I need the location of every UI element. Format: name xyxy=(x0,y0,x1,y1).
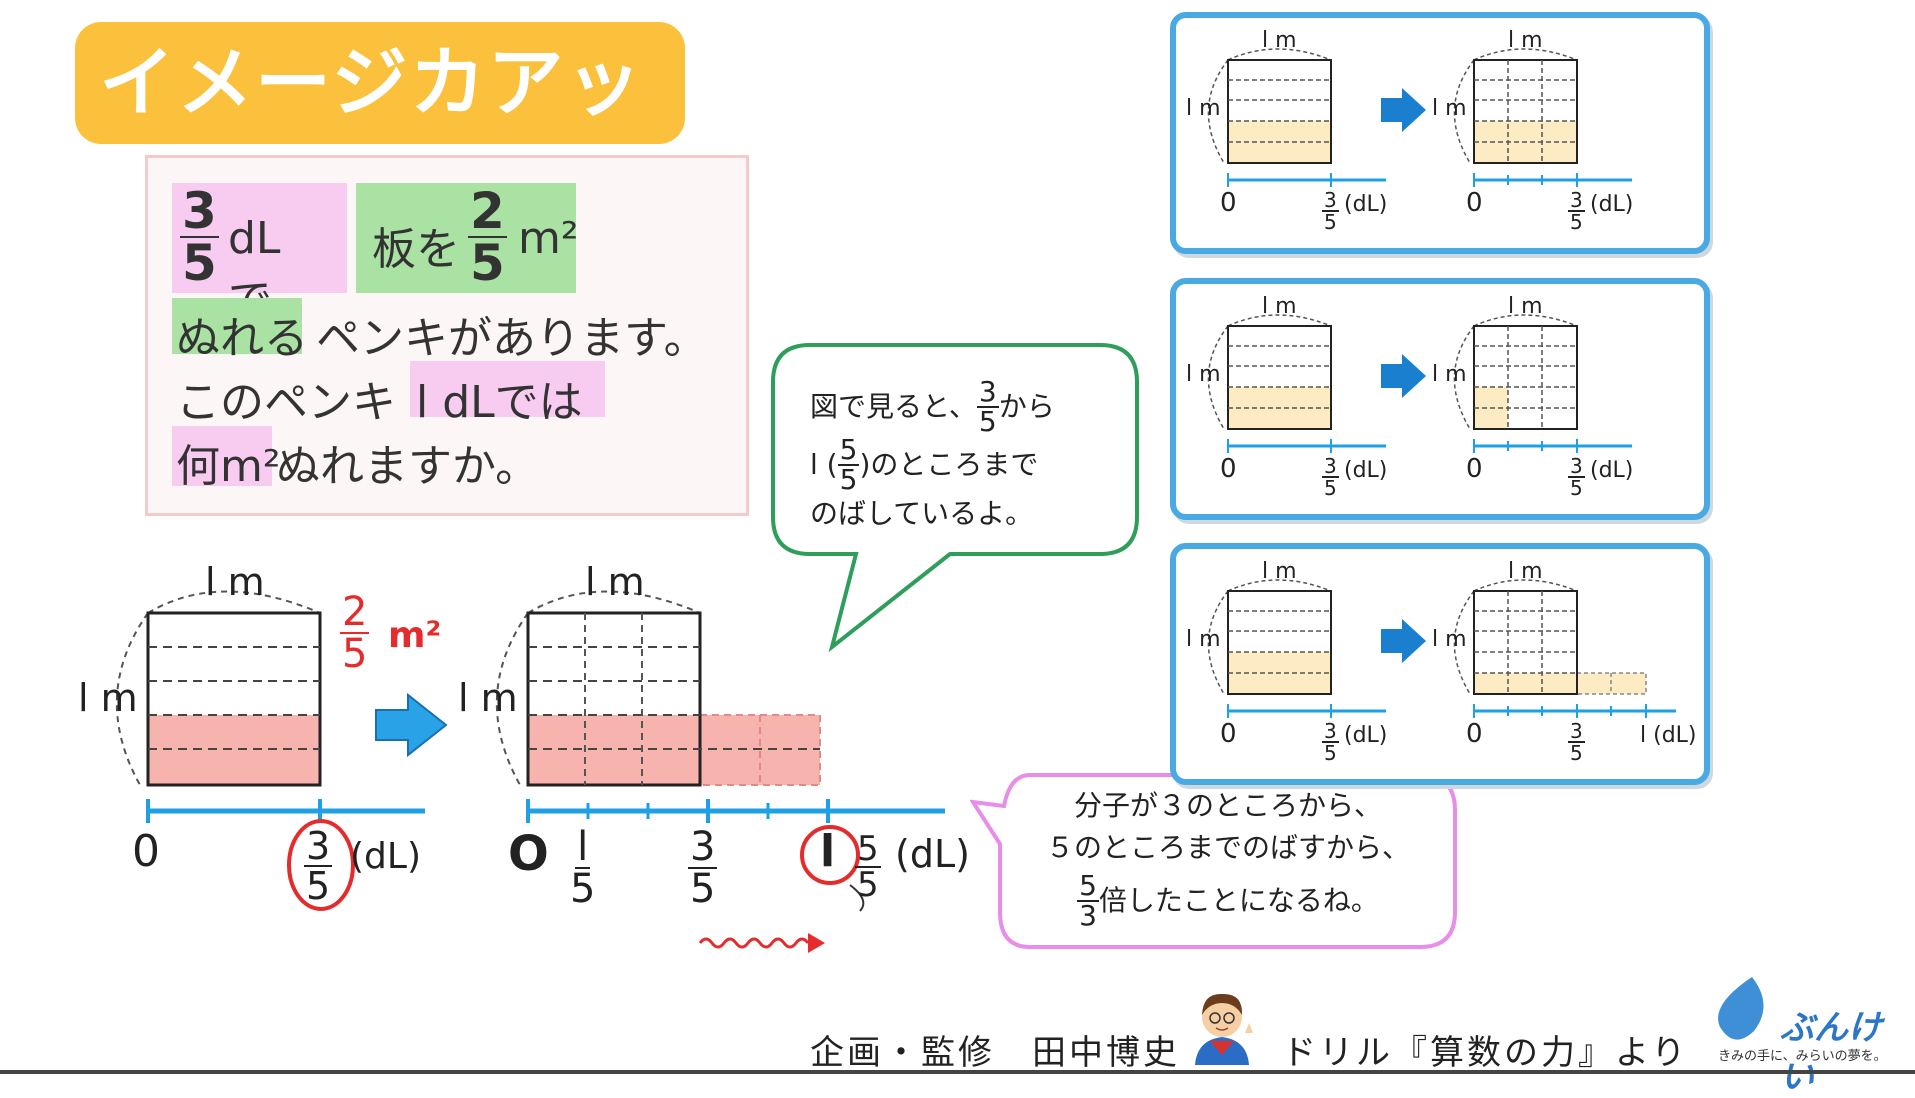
panel2-right-zero: 0 xyxy=(1466,454,1483,484)
problem-unit-m2: m² xyxy=(518,213,579,264)
problem-text-paint: ぬれる xyxy=(176,313,308,364)
panel3-left-side-m: l m xyxy=(1186,627,1221,652)
problem-highlight-pink-2 xyxy=(410,361,605,417)
area-unit: m² xyxy=(388,615,442,656)
brand-tagline: きみの手に、みらいの夢を。 xyxy=(1718,1049,1887,1064)
problem-text-how-many: 何m² xyxy=(176,441,281,492)
problem-highlight-pink: 35 dLで、 xyxy=(172,182,347,326)
main-diagram xyxy=(115,590,945,953)
panel3-left-unit: (dL) xyxy=(1344,723,1388,748)
problem-text-question: ぬれますか。 xyxy=(276,441,540,492)
diagram2-side-label: l m xyxy=(458,676,518,720)
teacher-avatar-icon xyxy=(1195,993,1253,1065)
axis2-zero: O xyxy=(508,826,549,882)
diagram1-top-label: l m xyxy=(205,560,265,604)
panel1-right-side-m: l m xyxy=(1432,96,1467,121)
panel2-right-unit: (dL) xyxy=(1590,458,1634,483)
axis1-unit: (dL) xyxy=(350,836,421,877)
panels-drawing xyxy=(1207,48,1676,718)
axis2-one: l xyxy=(820,826,836,877)
diagram1-side-label: l m xyxy=(78,676,138,720)
panel1-left-side-m: l m xyxy=(1186,96,1221,121)
bunkei-logo-drop-icon xyxy=(1718,977,1764,1040)
panel2-left-top-m: l m xyxy=(1262,294,1297,319)
panel1-left-zero: 0 xyxy=(1220,188,1237,218)
footer-source: ドリル『算数の力』より xyxy=(1282,1033,1689,1073)
panel1-left-top-m: l m xyxy=(1262,28,1297,53)
panel3-right-top-m: l m xyxy=(1508,559,1543,584)
panel2-right-top-m: l m xyxy=(1508,294,1543,319)
panel3-left-top-m: l m xyxy=(1262,559,1297,584)
axis1-zero: 0 xyxy=(132,826,160,877)
speech-bubble-pink xyxy=(970,773,1457,949)
panel3-right-zero: 0 xyxy=(1466,719,1483,749)
axis2-unit: (dL) xyxy=(895,832,970,876)
panel1-right-zero: 0 xyxy=(1466,188,1483,218)
diagram2-top-label: l m xyxy=(585,560,645,604)
footer-credit: 企画・監修 田中博史 xyxy=(810,1033,1180,1073)
problem-text-board: 板を xyxy=(372,224,460,275)
panel1-left-unit: (dL) xyxy=(1344,192,1388,217)
panel1-right-top-m: l m xyxy=(1508,28,1543,53)
problem-text-1dl: l dLでは xyxy=(416,377,583,428)
panel1-right-unit: (dL) xyxy=(1590,192,1634,217)
page-title: イメージカアップ xyxy=(75,22,685,249)
panel3-right-side-m: l m xyxy=(1432,627,1467,652)
panel3-right-unit: l (dL) xyxy=(1640,723,1697,748)
speech-bubble-green xyxy=(771,343,1139,652)
problem-text-paint-rest: ペンキがあります。 xyxy=(316,313,708,364)
bottom-border xyxy=(0,1070,1915,1074)
problem-box: 35 dLで、 板を 25 m² ぬれる ペンキがあります。 このペンキ l d… xyxy=(145,155,749,516)
problem-highlight-pink-3 xyxy=(172,426,272,486)
panel2-right-side-m: l m xyxy=(1432,362,1467,387)
panel2-left-zero: 0 xyxy=(1220,454,1237,484)
panel2-left-unit: (dL) xyxy=(1344,458,1388,483)
panel3-left-zero: 0 xyxy=(1220,719,1237,749)
panel2-left-side-m: l m xyxy=(1186,362,1221,387)
problem-highlight-green-2 xyxy=(172,298,302,354)
problem-text-this-paint: このペンキ xyxy=(176,377,396,428)
